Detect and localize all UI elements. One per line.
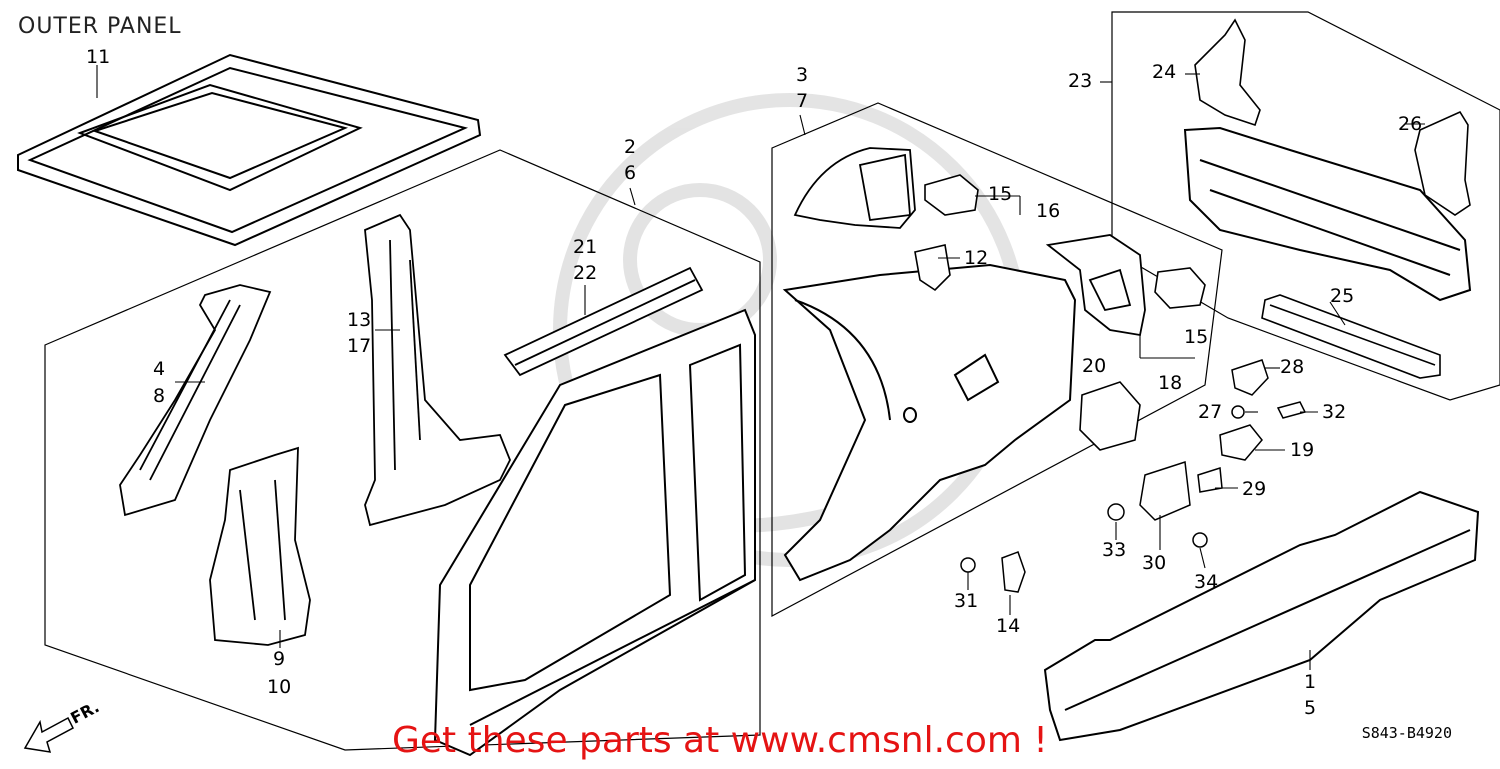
callout-18: 18	[1158, 372, 1183, 394]
rear-quarter-panel	[782, 263, 1077, 582]
small-fasteners	[960, 359, 1307, 593]
part-20-box	[1079, 381, 1141, 451]
callout-20: 20	[1082, 355, 1107, 377]
callout-6: 6	[624, 162, 637, 184]
callout-22: 22	[573, 262, 598, 284]
callout-19: 19	[1290, 439, 1315, 461]
callout-29: 29	[1242, 478, 1267, 500]
callout-16: 16	[1036, 200, 1061, 222]
callout-3: 3	[796, 64, 809, 86]
callout-2: 2	[624, 136, 637, 158]
callout-26: 26	[1398, 113, 1423, 135]
roof-panel	[17, 53, 482, 247]
callout-31: 31	[954, 590, 979, 612]
front-direction-arrow	[23, 716, 74, 753]
diagram-code: S843-B4920	[1361, 724, 1452, 742]
front-pillar-lower-part	[209, 446, 311, 646]
roof-side-rail	[503, 266, 704, 377]
bracket-24	[1194, 18, 1261, 127]
callout-5: 5	[1304, 697, 1317, 719]
side-sill-panel	[1043, 490, 1480, 742]
callout-7: 7	[796, 90, 809, 112]
callout-9: 9	[273, 648, 286, 670]
callout-15-lower: 15	[1184, 326, 1209, 348]
callout-1: 1	[1304, 671, 1317, 693]
b-pillar-inner-part	[364, 213, 511, 527]
callout-30: 30	[1142, 552, 1167, 574]
callout-8: 8	[153, 385, 166, 407]
bracket-12	[914, 244, 951, 292]
left-group-frame	[44, 149, 761, 751]
callout-17: 17	[347, 335, 372, 357]
callout-4: 4	[153, 358, 166, 380]
rear-panel-group-frame	[771, 102, 1223, 618]
bracket-15-upper	[924, 174, 979, 216]
callout-21: 21	[573, 236, 598, 258]
callout-10: 10	[267, 676, 292, 698]
callout-12: 12	[964, 247, 989, 269]
callout-28: 28	[1280, 356, 1305, 378]
callout-33: 33	[1102, 539, 1127, 561]
rear-crossmember-25	[1261, 294, 1441, 379]
callout-23: 23	[1068, 70, 1093, 92]
diagram-title: OUTER PANEL	[18, 14, 182, 39]
callout-32: 32	[1322, 401, 1347, 423]
a-pillar-part	[119, 284, 272, 517]
rear-bulkhead-panel	[1183, 126, 1472, 302]
bracket-26	[1414, 110, 1471, 216]
side-outer-panel	[433, 308, 756, 757]
wheelhouse-inner-part	[793, 147, 916, 229]
callout-11: 11	[86, 46, 111, 68]
callout-24: 24	[1152, 61, 1177, 83]
callout-13: 13	[347, 309, 372, 331]
bracket-15-lower	[1154, 267, 1206, 309]
leader-lines	[96, 65, 1425, 670]
callout-14: 14	[996, 615, 1021, 637]
callout-25: 25	[1330, 285, 1355, 307]
promo-link[interactable]: Get these parts at www.cmsnl.com !	[392, 720, 1048, 761]
callout-15-upper: 15	[988, 183, 1013, 205]
callout-27: 27	[1198, 401, 1223, 423]
callout-34: 34	[1194, 571, 1219, 593]
